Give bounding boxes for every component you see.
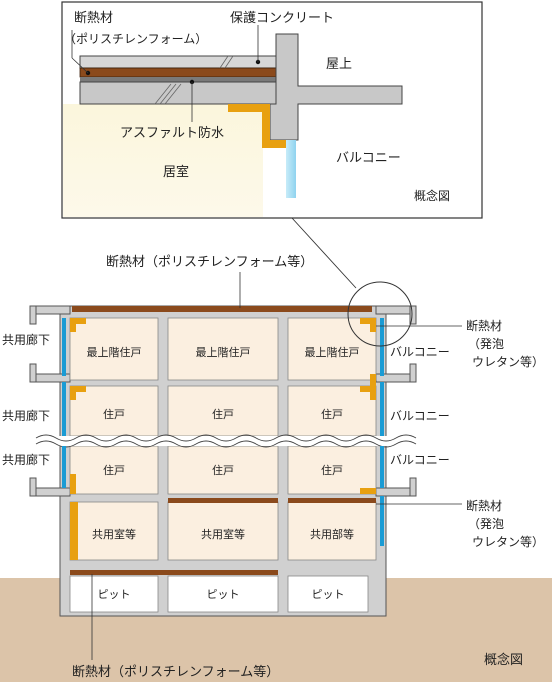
inset-insulation-material: （ポリスチレンフォーム） [64,32,207,46]
room-top-3: 最上階住戸 [305,345,360,359]
inset-detail: 断熱材 （ポリスチレンフォーム） 保護コンクリート 屋上 アスファルト防水 バル… [61,1,483,219]
room-pit-3: ピット [312,588,345,601]
common-ceiling-insulation [168,498,376,503]
foam-label-top-1: 断熱材 [466,318,502,333]
cyan-walls [62,318,384,546]
foam-label-bottom-3: ウレタン等） [472,535,544,549]
room-cells [69,317,377,613]
balcony-label-3: バルコニー [390,453,450,467]
room-top-2: 最上階住戸 [196,345,251,359]
roof-insulation-label: 断熱材（ポリスチレンフォーム等） [106,254,313,270]
inset-insulation-label: 断熱材 [74,11,113,26]
inset-parapet-concrete [269,33,403,141]
inset-connector [291,217,357,289]
foam-label-top-3: ウレタン等） [472,355,544,369]
inset-protective-concrete [79,55,281,69]
inset-balcony-label: バルコニー [336,151,401,166]
room-pit-2: ピット [207,588,240,601]
balcony-label-1: バルコニー [390,345,450,359]
room-common-1: 共用室等 [92,527,136,541]
roof-insulation [72,306,372,312]
room-mid2-1: 住戸 [103,463,125,477]
room-common-3: 共用部等 [310,527,354,541]
inset-concrete-label: 保護コンクリート [230,10,334,26]
foam-insulation [70,318,376,560]
section-caption: 概念図 [484,652,523,668]
room-mid1-3: 住戸 [321,407,343,421]
inset-waterproof-label: アスファルト防水 [120,125,224,141]
inset-balcony-wall [286,140,296,198]
section-break [35,434,418,448]
foam-label-bottom-1: 断熱材 [466,498,502,513]
inset-insulation-layer [79,67,281,78]
inset-foam-insulation [228,104,286,148]
inset-hatching [154,55,234,105]
inset-room-area [63,104,263,217]
room-mid2-2: 住戸 [212,463,234,477]
room-top-1: 最上階住戸 [87,345,142,359]
inset-roof-label: 屋上 [326,57,352,72]
pit-ceiling-insulation [70,570,278,575]
balcony-label-2: バルコニー [390,409,450,423]
building-section: 断熱材（ポリスチレンフォーム等） 共用廊下 共用廊下 共用廊下 バルコニー バル… [0,254,552,682]
room-mid1-2: 住戸 [212,407,234,421]
corridor-slabs [29,305,71,497]
corridor-label-3: 共用廊下 [2,452,50,467]
corridor-label-2: 共用廊下 [2,408,50,423]
inset-room-label: 居室 [163,164,189,180]
balcony-slabs [375,305,417,497]
room-pit-1: ピット [98,588,131,601]
corridor-label-1: 共用廊下 [2,332,50,347]
room-common-2: 共用室等 [201,527,245,541]
inset-caption: 概念図 [414,188,450,203]
room-mid1-1: 住戸 [103,407,125,421]
foam-label-bottom-2: （発泡 [468,517,504,531]
room-mid2-3: 住戸 [321,463,343,477]
detail-circle [347,281,413,347]
inset-waterproof-layer [80,77,280,82]
foam-label-top-2: （発泡 [468,337,504,351]
bottom-insulation-label: 断熱材（ポリスチレンフォーム等） [72,664,279,680]
